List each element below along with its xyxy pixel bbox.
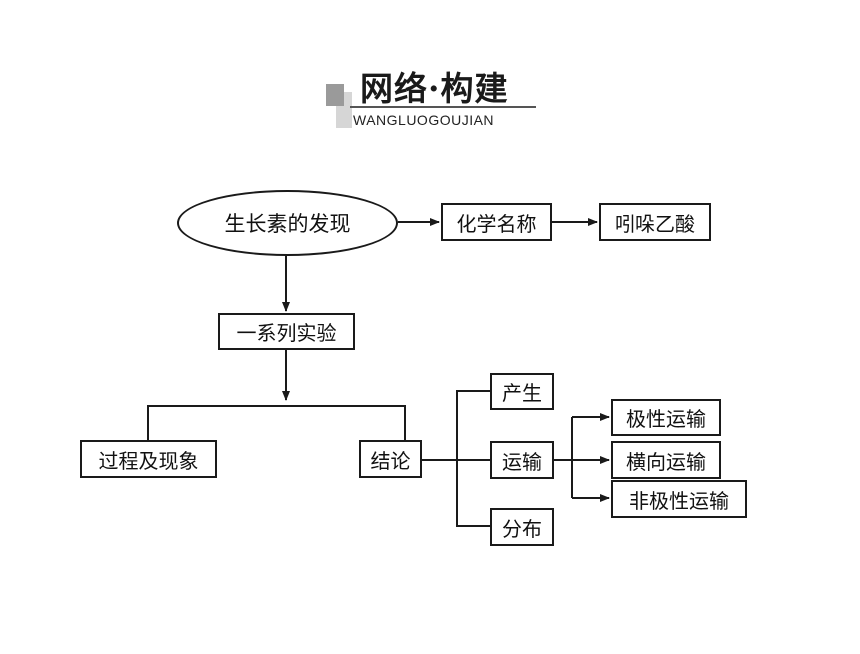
node-transport: 运输 bbox=[490, 441, 554, 479]
node-discovery-of-auxin: 生长素的发现 bbox=[177, 190, 398, 256]
node-process-phenomena: 过程及现象 bbox=[80, 440, 217, 478]
node-distribute: 分布 bbox=[490, 508, 554, 546]
node-lateral-transport: 横向运输 bbox=[611, 441, 721, 479]
node-produce: 产生 bbox=[490, 373, 554, 410]
node-indoleacetic-acid: 吲哚乙酸 bbox=[599, 203, 711, 241]
split-bracket bbox=[147, 405, 406, 440]
node-polar-transport: 极性运输 bbox=[611, 399, 721, 436]
node-nonpolar-transport: 非极性运输 bbox=[611, 480, 747, 518]
header-title: 网络·构建 bbox=[360, 69, 509, 108]
node-chemical-name: 化学名称 bbox=[441, 203, 552, 241]
header-decoration-dark bbox=[326, 84, 344, 106]
header-subtitle: WANGLUOGOUJIAN bbox=[353, 112, 495, 128]
node-conclusion: 结论 bbox=[359, 440, 422, 478]
node-experiments: 一系列实验 bbox=[218, 313, 355, 350]
header-underline bbox=[350, 106, 536, 108]
section-header: 网络·构建 WANGLUOGOUJIAN bbox=[326, 62, 556, 134]
